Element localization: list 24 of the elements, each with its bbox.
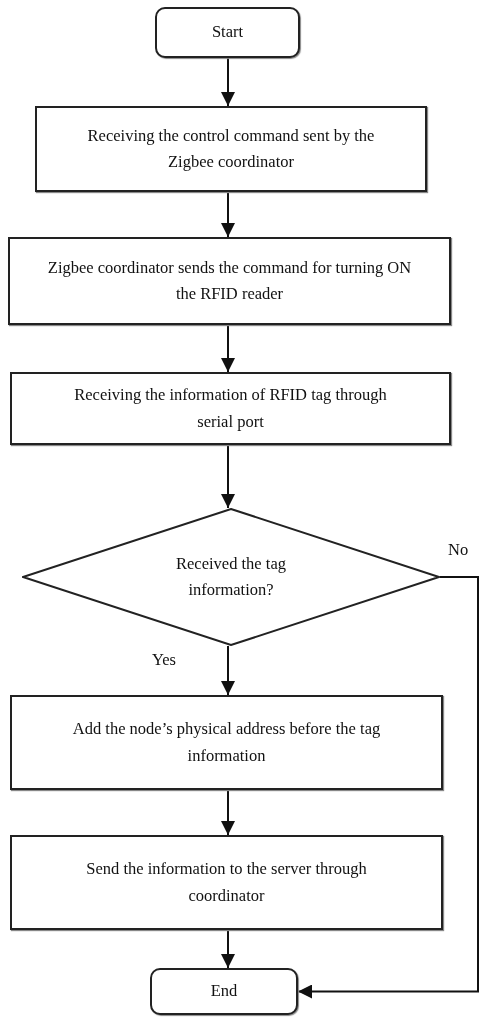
step-text: Receiving the information of RFID tag through serial port bbox=[73, 384, 388, 433]
arrow bbox=[221, 324, 235, 373]
terminal-box bbox=[155, 7, 300, 58]
arrow bbox=[221, 57, 235, 107]
terminal-box bbox=[150, 968, 298, 1015]
arrow bbox=[221, 929, 235, 969]
arrow bbox=[297, 576, 479, 999]
arrow bbox=[221, 789, 235, 836]
step-text: Zigbee coordinator sends the command for turning ON the RFID reader bbox=[46, 256, 413, 305]
process-box bbox=[10, 695, 443, 790]
decision-diamond bbox=[22, 508, 440, 646]
process-box bbox=[35, 106, 427, 192]
step-text: Received the tag information? bbox=[175, 552, 287, 601]
process-box bbox=[10, 372, 451, 445]
process-box bbox=[10, 835, 443, 930]
step-text: End bbox=[210, 980, 238, 1003]
step-text: Start bbox=[211, 21, 244, 44]
step-text: Receiving the control command sent by the Zigbee coordinator bbox=[86, 124, 376, 173]
step-text: Send the information to the server through coordinator bbox=[85, 858, 368, 907]
arrow bbox=[221, 191, 235, 238]
arrow bbox=[221, 444, 235, 509]
process-box bbox=[8, 237, 451, 325]
step-text: Add the node’s physical address before the tag information bbox=[71, 718, 382, 767]
arrow bbox=[221, 645, 235, 696]
